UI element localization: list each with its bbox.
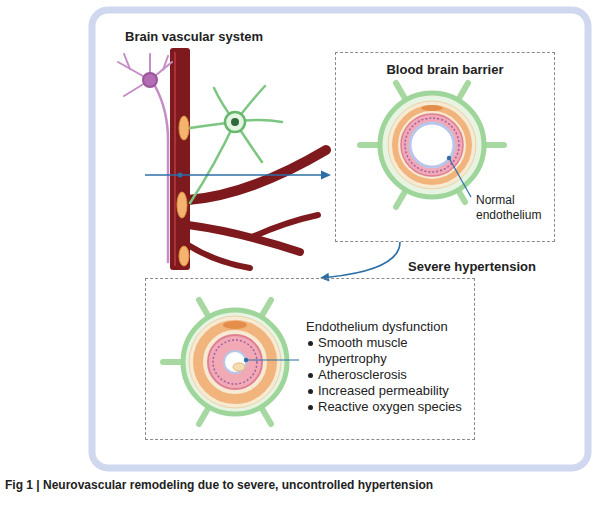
astrocyte: [231, 118, 239, 126]
diseased-vessel-section: [189, 316, 281, 408]
diseased-vessel-section: [208, 335, 262, 389]
diseased-vessel-section: [233, 363, 245, 371]
bullet-text: Smooth muscle hypertrophy: [318, 335, 408, 366]
panel-heading: Blood brain barrier: [336, 62, 554, 78]
blood-vessel: [170, 48, 326, 270]
figure-label: Brain vascular system: [125, 29, 263, 44]
neuron: [143, 73, 157, 87]
curved-arrow: [320, 242, 400, 282]
normal-vessel-section: [410, 123, 454, 167]
neuron: [118, 54, 172, 262]
figure-caption: Fig 1 | Neurovascular remodeling due to …: [5, 478, 590, 492]
normal-vessel-section: [395, 108, 469, 182]
arrow-line: [328, 242, 400, 277]
bullet-item: Increased permeability: [306, 383, 466, 399]
bullet-item: Smooth muscle hypertrophy: [306, 335, 466, 367]
normal-vessel-section: [360, 83, 504, 207]
bullet-text: Increased permeability: [318, 383, 449, 398]
bullet-text: Reactive oxygen species: [318, 399, 462, 414]
astrocyte-endfeet: [177, 116, 189, 266]
section-arrow: [321, 171, 331, 180]
section-box: Blood brain barrierNormal endothelium: [335, 52, 555, 242]
bullet-text: Atherosclerosis: [318, 367, 407, 382]
bullet-item: Atherosclerosis: [306, 367, 466, 383]
astrocyte: [190, 122, 235, 203]
blood-vessel: [174, 52, 176, 266]
bullet-dot: [308, 373, 313, 378]
astrocyte-endfeet: [179, 246, 189, 266]
blood-vessel: [188, 225, 300, 252]
blood-vessel: [250, 215, 318, 238]
bullet-item: Reactive oxygen species: [306, 399, 466, 415]
diseased-vessel-section: [183, 310, 287, 414]
blood-vessel: [188, 245, 250, 268]
normal-vessel-section: [360, 83, 504, 207]
diseased-vessel-section: [198, 325, 272, 399]
astrocyte: [190, 86, 282, 203]
astrocyte: [225, 112, 245, 132]
section-arrow: [145, 174, 322, 176]
neuron: [155, 86, 168, 262]
list-heading: Endothelium dysfunction: [306, 319, 466, 335]
diseased-vessel-section: [223, 321, 247, 329]
normal-vessel-section: [405, 118, 459, 172]
normal-vessel-section: [380, 93, 484, 197]
diseased-vessel-section: [224, 351, 246, 373]
section-arrow: [145, 171, 331, 180]
bullet-dot: [308, 405, 313, 410]
edge-label: Severe hypertension: [406, 259, 538, 274]
astrocyte-endfeet: [177, 192, 187, 218]
bullet-dot: [308, 389, 313, 394]
diseased-vessel-section: [246, 359, 299, 360]
remodeling-box: Endothelium dysfunctionSmooth muscle hyp…: [145, 278, 475, 440]
diseased-vessel-section: [163, 300, 299, 424]
text-column: Endothelium dysfunctionSmooth muscle hyp…: [306, 319, 466, 415]
neuron: [163, 56, 168, 70]
normal-vessel-section: [449, 158, 471, 197]
blood-vessel: [170, 48, 190, 270]
diseased-vessel-section: [213, 340, 257, 384]
normal-vessel-section: [388, 101, 476, 189]
neuron: [124, 54, 130, 69]
bullet-dot: [308, 341, 313, 346]
figure-panel: [92, 10, 588, 468]
astrocyte-endfeet: [179, 116, 189, 140]
callout-label: Normal endothelium: [476, 193, 546, 223]
normal-vessel-section: [421, 105, 443, 111]
